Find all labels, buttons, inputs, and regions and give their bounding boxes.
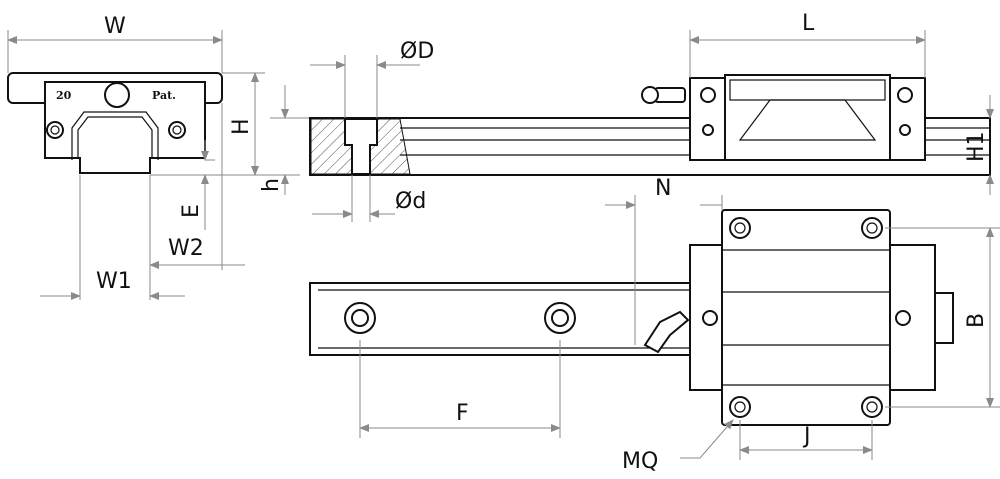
end-view: 20 Pat. [7, 72, 223, 174]
top-view-dimensions: N B F J MQ [359, 176, 1000, 474]
side-view [309, 74, 991, 176]
label-F: F [456, 401, 469, 426]
label-H: H [229, 118, 254, 135]
label-W: W [104, 14, 126, 39]
label-W2: W2 [168, 236, 204, 261]
label-H1: H1 [964, 131, 989, 162]
patent-mark: Pat. [152, 89, 176, 102]
side-view-dimensions: ØD Ød L H1 [310, 11, 994, 222]
label-W1: W1 [96, 269, 132, 294]
label-L: L [802, 11, 815, 36]
end-view-dimensions: W H h E W2 W1 [7, 14, 310, 300]
label-h: h [259, 178, 284, 192]
label-J: J [802, 424, 811, 449]
label-E: E [179, 204, 204, 218]
label-hole-diameter: Ød [395, 189, 426, 214]
label-counterbore-diameter: ØD [400, 39, 434, 64]
top-view [309, 209, 954, 426]
label-B: B [964, 313, 989, 328]
block-size-mark: 20 [56, 89, 72, 102]
label-MQ: MQ [622, 449, 658, 474]
label-N: N [655, 176, 671, 201]
